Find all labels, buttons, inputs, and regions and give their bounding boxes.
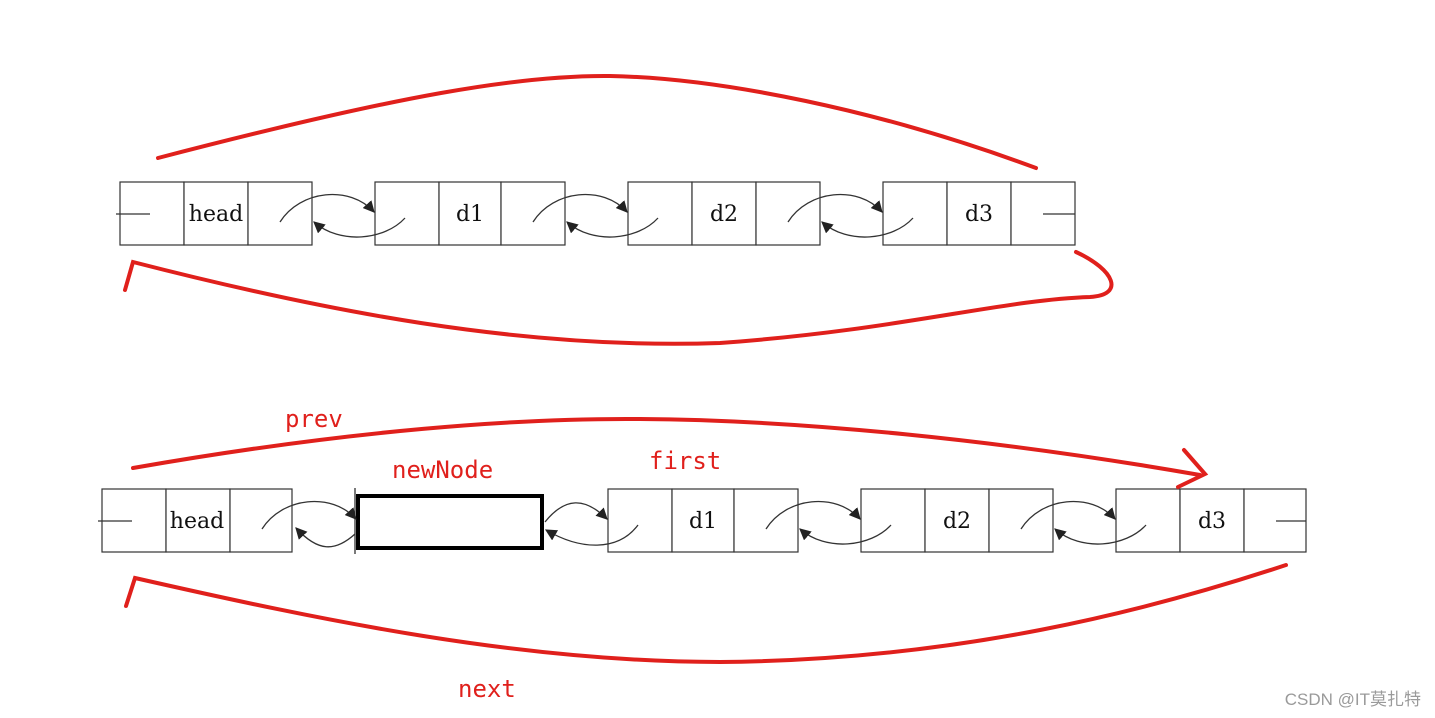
bottom-head-label: head bbox=[170, 509, 224, 534]
top-node-head: head bbox=[116, 181, 313, 246]
top-node-d3: d3 bbox=[882, 181, 1076, 246]
bottom-red-prev-curve bbox=[131, 416, 1202, 477]
bottom-link-new-to-d1 bbox=[544, 502, 608, 523]
top-d1-label: d1 bbox=[456, 202, 484, 227]
bottom-node-head: head bbox=[98, 488, 293, 553]
bottom-link-head-to-new bbox=[261, 500, 357, 530]
bottom-d2-prev-cell bbox=[860, 488, 926, 553]
top-d2-label: d2 bbox=[710, 202, 738, 227]
top-link-head-to-d1 bbox=[279, 193, 375, 223]
top-d1-data-cell bbox=[438, 181, 502, 246]
bottom-red-next-curve bbox=[124, 563, 1288, 665]
bottom-link-d3-to-d2 bbox=[1054, 524, 1147, 545]
top-d1-prev-cell bbox=[374, 181, 440, 246]
top-red-lower-curve bbox=[123, 250, 1114, 346]
top-d2-next-cell bbox=[755, 181, 821, 246]
top-link-d3-to-d2 bbox=[821, 217, 914, 238]
bottom-node-d3: d3 bbox=[1115, 488, 1307, 553]
bottom-link-d2-to-d1 bbox=[799, 524, 892, 545]
bottom-d2-next-cell bbox=[988, 488, 1054, 553]
top-link-d2-to-d3 bbox=[787, 193, 883, 223]
bottom-d1-prev-cell bbox=[607, 488, 673, 553]
first-label: first bbox=[649, 447, 721, 475]
watermark: CSDN @IT莫扎特 bbox=[1284, 690, 1421, 709]
top-red-upper-curve bbox=[156, 73, 1038, 170]
bottom-links bbox=[261, 500, 1147, 548]
bottom-head-next-cell bbox=[229, 488, 293, 553]
top-link-d1-to-d2 bbox=[532, 193, 628, 223]
top-links bbox=[279, 193, 914, 238]
next-label: next bbox=[458, 675, 516, 703]
bottom-d1-data-cell bbox=[671, 488, 735, 553]
bottom-head-data-cell bbox=[165, 488, 231, 553]
top-d2-prev-cell bbox=[627, 181, 693, 246]
bottom-d3-prev-cell bbox=[1115, 488, 1181, 553]
top-link-d2-to-d1 bbox=[566, 217, 659, 238]
top-head-next-cell bbox=[247, 181, 313, 246]
bottom-list: head d1 d2 d3 bbox=[98, 405, 1307, 703]
bottom-d3-label: d3 bbox=[1198, 509, 1226, 534]
top-d3-prev-cell bbox=[882, 181, 948, 246]
new-node-annotation: newNode bbox=[392, 456, 493, 484]
bottom-node-d1: d1 bbox=[607, 488, 799, 553]
top-d1-next-cell bbox=[500, 181, 566, 246]
bottom-node-d2: d2 bbox=[860, 488, 1054, 553]
top-list: head d1 d2 d3 bbox=[116, 73, 1114, 346]
bottom-d2-label: d2 bbox=[943, 509, 971, 534]
new-node-box bbox=[356, 494, 544, 550]
top-node-d2: d2 bbox=[627, 181, 821, 246]
bottom-red-prev-arrowhead bbox=[1176, 448, 1209, 489]
top-head-data-cell bbox=[183, 181, 249, 246]
bottom-d1-next-cell bbox=[733, 488, 799, 553]
top-node-d1: d1 bbox=[374, 181, 566, 246]
bottom-link-d1-to-new bbox=[544, 524, 639, 546]
bottom-link-d2-to-d3 bbox=[1020, 500, 1116, 530]
bottom-d1-label: d1 bbox=[689, 509, 717, 534]
bottom-d3-data-cell bbox=[1179, 488, 1245, 553]
top-d3-label: d3 bbox=[965, 202, 993, 227]
bottom-link-d1-to-d2 bbox=[765, 500, 861, 530]
bottom-node-new bbox=[354, 488, 544, 554]
top-head-label: head bbox=[189, 202, 243, 227]
top-link-d1-to-head bbox=[313, 217, 406, 238]
bottom-link-new-to-head bbox=[295, 527, 356, 548]
prev-label: prev bbox=[285, 405, 343, 433]
bottom-d2-data-cell bbox=[924, 488, 990, 553]
